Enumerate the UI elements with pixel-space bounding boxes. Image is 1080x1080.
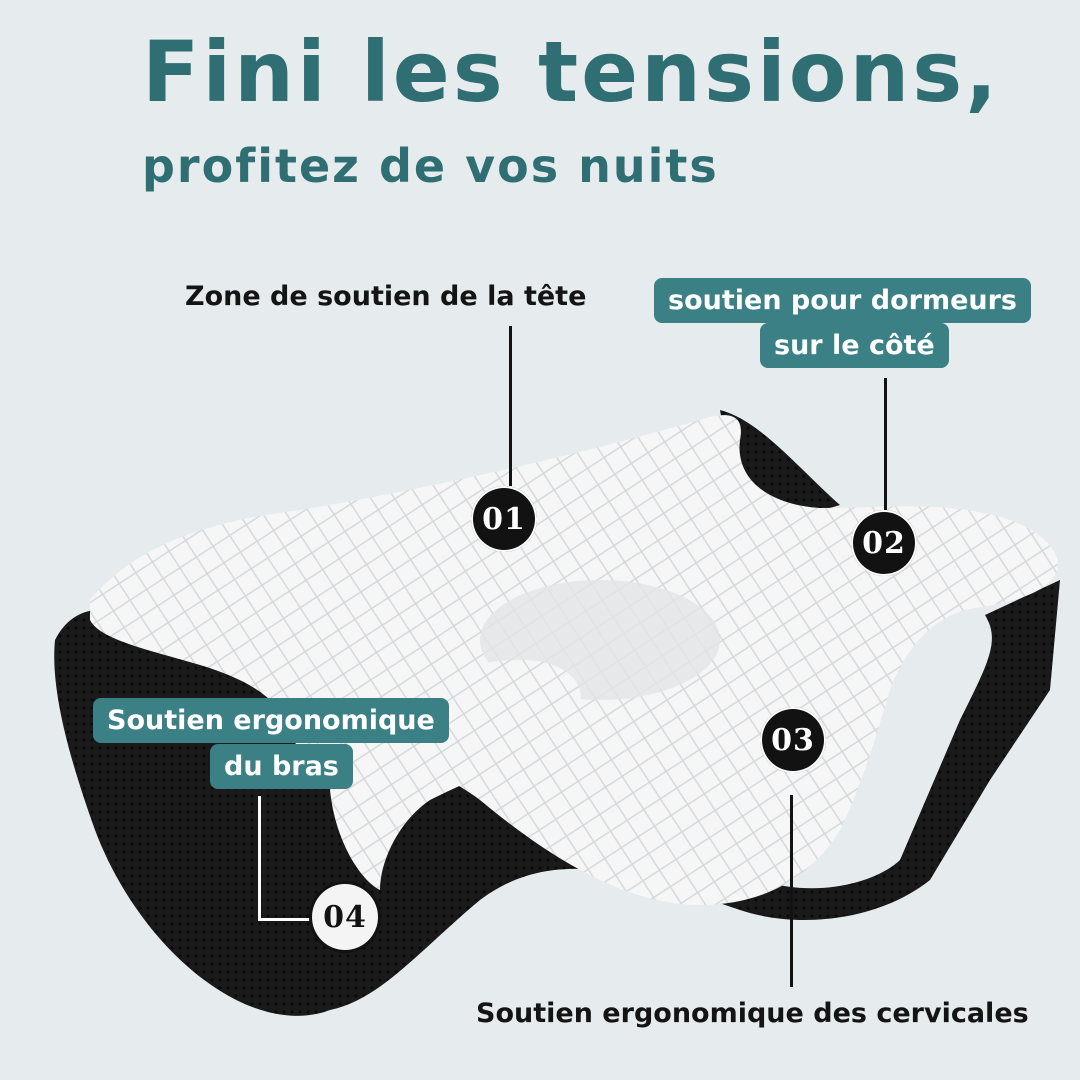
pillow-mesh-center <box>320 580 1060 1010</box>
feature-04-badge: 04 <box>312 884 378 950</box>
feature-01-connector <box>509 326 512 486</box>
feature-04-label-line1: Soutien ergonomique <box>93 698 449 743</box>
feature-04-connector-horizontal <box>258 918 314 921</box>
feature-03-connector <box>790 795 793 987</box>
feature-03-label: Soutien ergonomique des cervicales <box>476 998 1029 1029</box>
feature-03-badge: 03 <box>760 707 826 773</box>
feature-04-connector-vertical <box>258 796 261 921</box>
pillow-mesh-back <box>720 410 840 520</box>
feature-02-badge: 02 <box>851 510 917 576</box>
subheadline: profitez de vos nuits <box>142 139 719 193</box>
feature-02-label-line1: soutien pour dormeurs <box>654 278 1031 323</box>
feature-04-label-line2: du bras <box>210 744 353 789</box>
feature-01-badge: 01 <box>471 486 537 552</box>
feature-01-label: Zone de soutien de la tête <box>185 281 587 312</box>
feature-02-connector <box>884 378 887 510</box>
headline: Fini les tensions, <box>142 23 1001 121</box>
feature-02-label-line2: sur le côté <box>760 323 949 368</box>
